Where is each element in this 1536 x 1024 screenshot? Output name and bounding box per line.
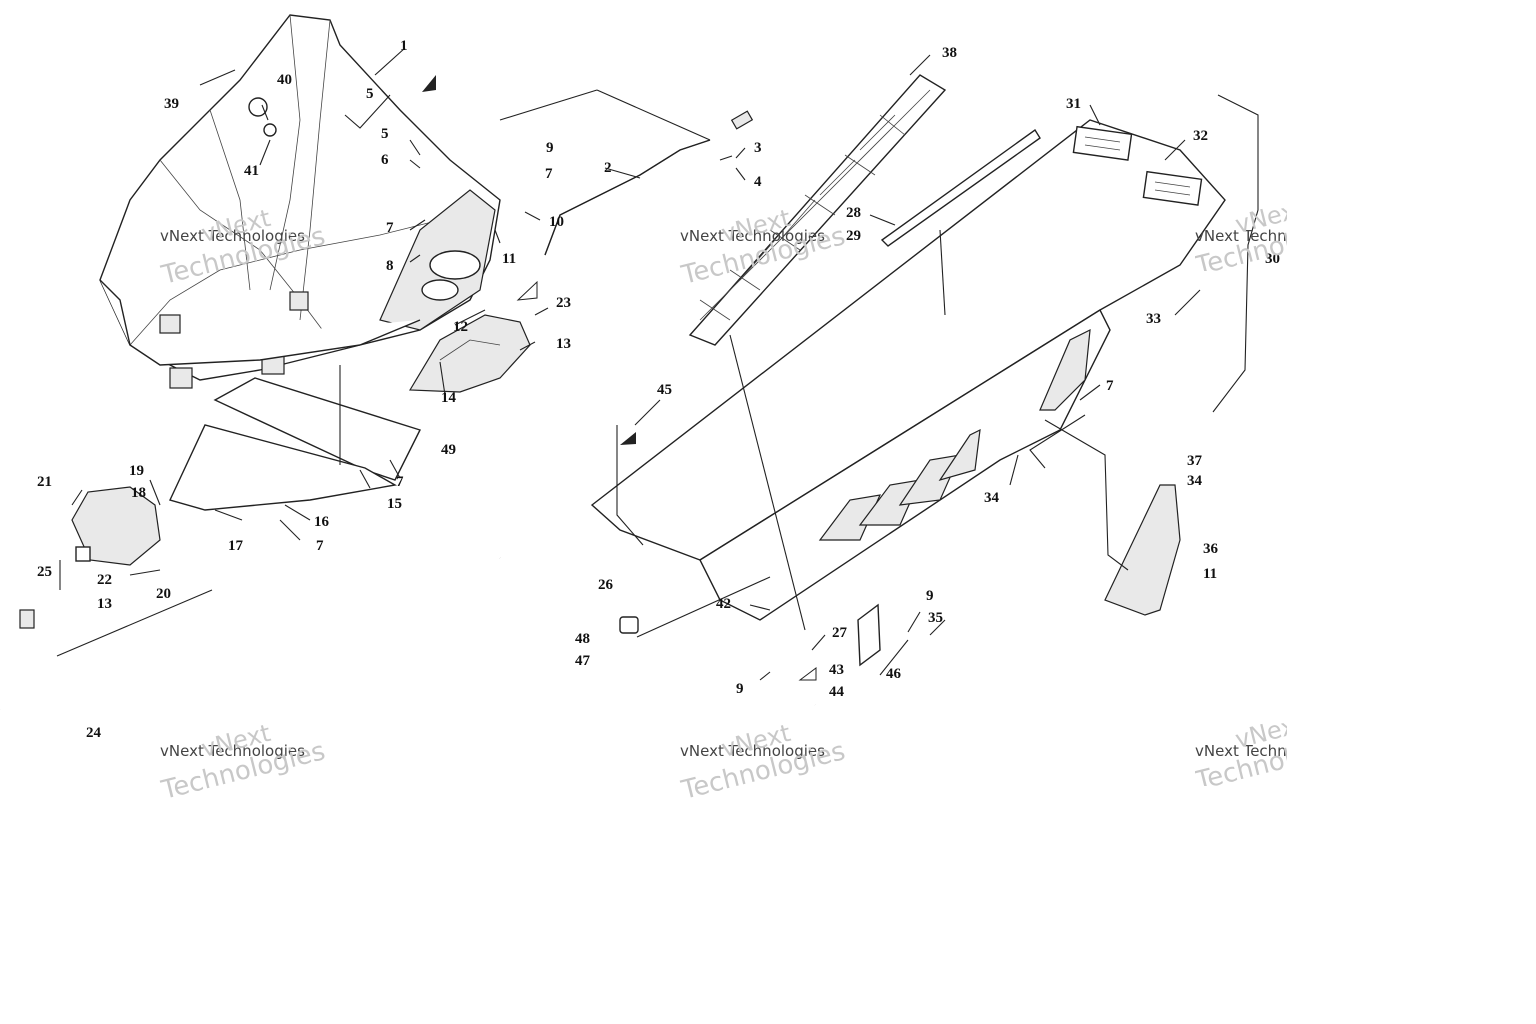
callout: 5 (381, 126, 389, 142)
callout: 49 (441, 442, 456, 458)
running-board-part (688, 74, 947, 346)
skid-plate-part (169, 377, 421, 511)
reference-triangle-icon (516, 280, 538, 301)
callout: 38 (942, 45, 957, 61)
callout: 9 (546, 140, 554, 156)
callout: 25 (37, 564, 52, 580)
callout: 29 (846, 228, 861, 244)
reference-triangle-icon (620, 432, 636, 445)
callout: 9 (736, 681, 744, 697)
rear-bracket-part (1104, 484, 1181, 616)
callout: 20 (156, 586, 171, 602)
callout: 12 (453, 319, 468, 335)
callout: 18 (131, 485, 146, 501)
callout: 46 (886, 666, 902, 682)
callout: 5 (366, 86, 374, 102)
callout: 16 (314, 514, 330, 530)
bumper-bracket-part (71, 486, 161, 566)
callout: 8 (386, 258, 394, 274)
callout: 37 (1187, 453, 1203, 469)
callout: 11 (1203, 566, 1217, 582)
bracket-part (408, 314, 531, 393)
callout: 17 (228, 538, 244, 554)
callout: 42 (716, 596, 731, 612)
callout: 3 (754, 140, 762, 156)
callout: 13 (556, 336, 571, 352)
rear-axle-part (498, 554, 639, 634)
callout: 10 (549, 214, 564, 230)
leader-lines (56, 47, 1259, 681)
callout: 30 (1265, 251, 1280, 267)
reference-triangle-icon (798, 667, 817, 681)
callout: 32 (1193, 128, 1208, 144)
callout: 45 (657, 382, 672, 398)
callout: 23 (556, 295, 571, 311)
callout: 7 (545, 166, 553, 182)
callout: 14 (441, 390, 457, 406)
callout: 26 (598, 577, 614, 593)
callout: 33 (1146, 311, 1161, 327)
callout: 28 (846, 205, 861, 221)
rear-bumper-part (812, 480, 1093, 784)
callout: 43 (829, 662, 844, 678)
callout: 2 (604, 160, 612, 176)
callout: 44 (829, 684, 845, 700)
callout: 34 (984, 490, 1000, 506)
callout-labels: 1 2 3 4 5 5 6 7 7 7 7 7 8 9 9 9 10 11 11… (37, 38, 1280, 741)
callout: 7 (316, 538, 324, 554)
callout: 11 (502, 251, 516, 267)
callout: 1 (400, 38, 408, 54)
callout: 47 (575, 653, 591, 669)
callout: 6 (381, 152, 389, 168)
callout: 9 (926, 588, 934, 604)
callout: 13 (97, 596, 112, 612)
steering-tube-part (544, 110, 754, 256)
callout: 22 (97, 572, 112, 588)
callout: 39 (164, 96, 179, 112)
callout: 36 (1203, 541, 1219, 557)
callout: 34 (1187, 473, 1203, 489)
callout: 24 (86, 725, 102, 741)
callout: 35 (928, 610, 943, 626)
callout: 7 (396, 474, 404, 490)
reference-triangle-icon (422, 75, 436, 92)
tunnel-assembly (590, 119, 1226, 621)
callout: 48 (575, 631, 590, 647)
front-frame-assembly (99, 14, 501, 389)
callout: 41 (244, 163, 259, 179)
mount-plate-part (857, 603, 881, 667)
callout: 7 (1106, 378, 1114, 394)
callout: 31 (1066, 96, 1081, 112)
callout: 7 (386, 220, 394, 236)
callout: 19 (129, 463, 144, 479)
callout: 40 (277, 72, 292, 88)
callout: 21 (37, 474, 52, 490)
front-bumper-part (0, 609, 136, 719)
callout: 4 (754, 174, 762, 190)
callout: 27 (832, 625, 848, 641)
callout: 15 (387, 496, 402, 512)
